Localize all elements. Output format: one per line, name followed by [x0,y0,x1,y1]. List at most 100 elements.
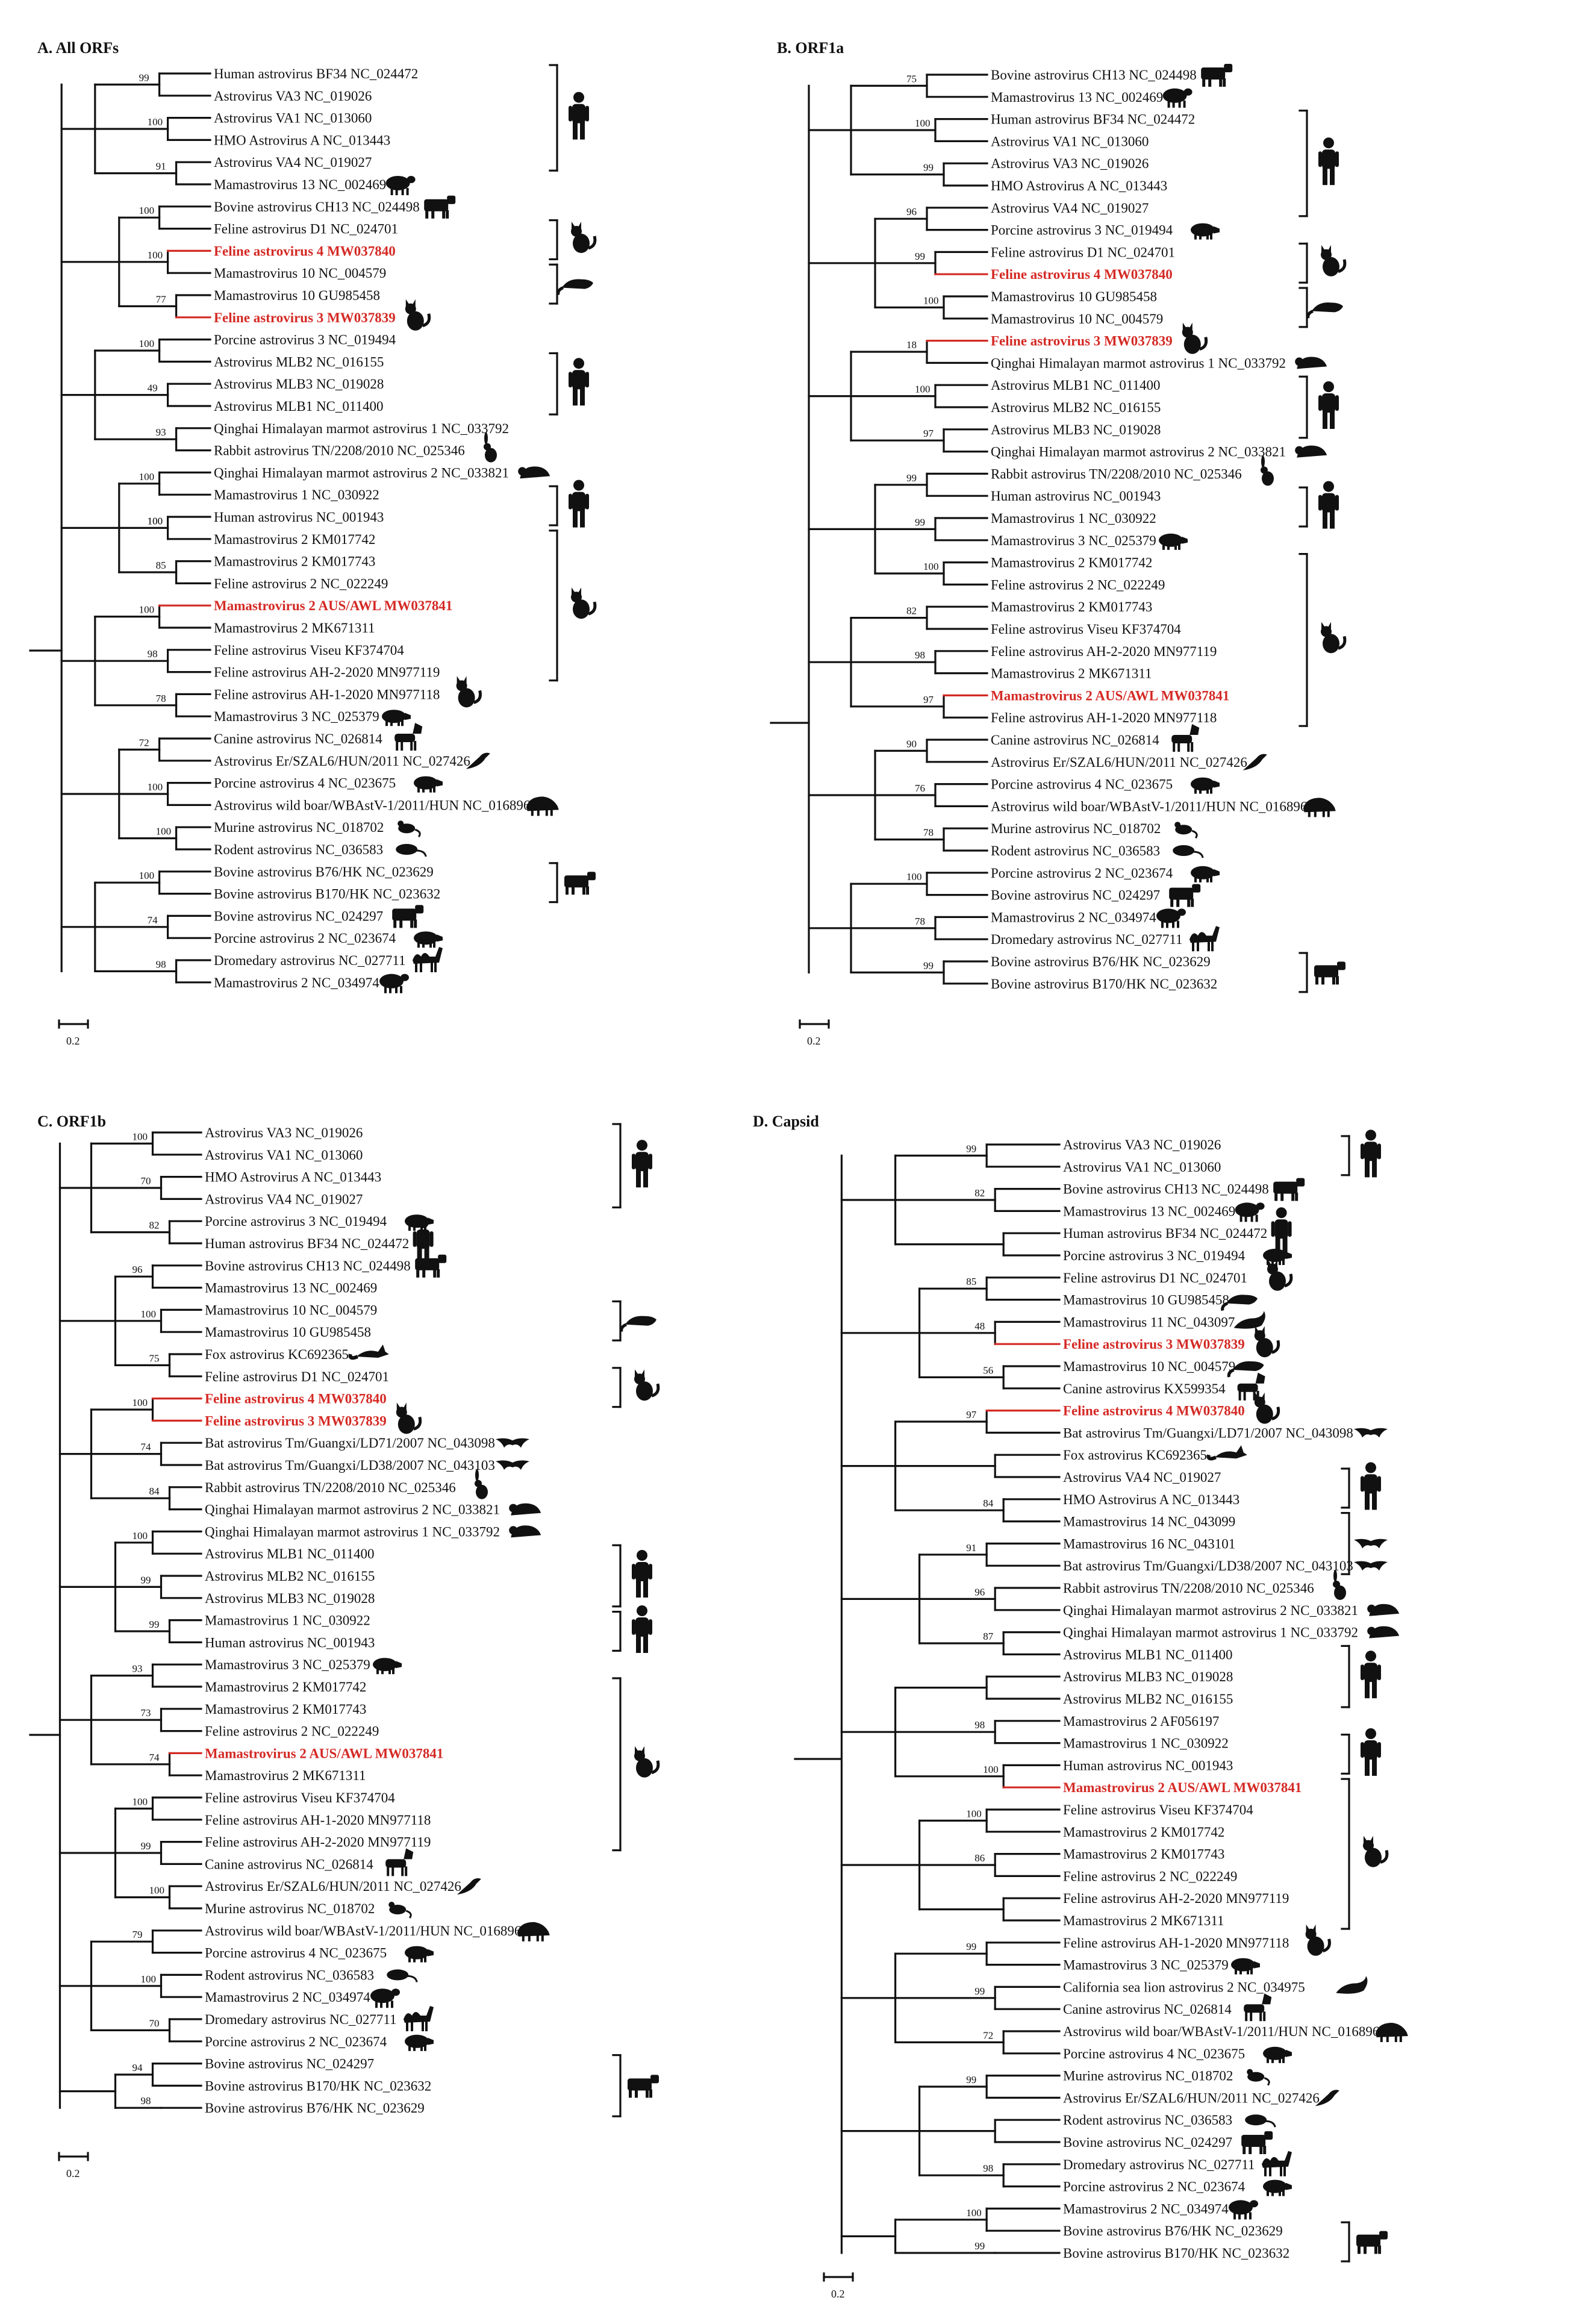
leaf-label: Porcine astrovirus 2 NC_023674 [991,866,1173,881]
host-bracket [1341,1778,1389,1930]
leaf-label-highlight: Feline astrovirus 4 MW037840 [1063,1404,1245,1419]
leaf-label: Astrovirus VA3 NC_019026 [205,1125,363,1140]
leaf-label: Mamastrovirus 2 KM017743 [991,599,1152,614]
bootstrap-value: 79 [132,1929,143,1940]
leaf-label: Feline astrovirus Viseu KF374704 [991,622,1181,637]
leaf-label: Astrovirus VA4 NC_019027 [214,155,372,170]
panel-b-orf1a-tree: B. ORF1a75100999699100181009799991008298… [770,39,1347,1047]
human-icon [413,1217,434,1265]
human-icon [569,358,589,406]
leaf-label: Human astrovirus NC_001943 [1063,1758,1233,1773]
leaf-label: Rodent astrovirus NC_036583 [1063,2113,1232,2128]
leaf-label: Rabbit astrovirus TN/2208/2010 NC_025346 [1063,1581,1314,1596]
leaf-label: Porcine astrovirus 2 NC_023674 [1063,2179,1246,2194]
bootstrap-value: 100 [148,515,163,526]
cow-icon [392,905,424,928]
leaf-label: Dromedary astrovirus NC_027711 [214,953,406,968]
rabbit-icon [1333,1570,1346,1600]
leaf-label: Feline astrovirus D1 NC_024701 [214,222,398,237]
leaf-label: Bat astrovirus Tm/Guangxi/LD38/2007 NC_0… [205,1458,495,1473]
leaf-label: Feline astrovirus D1 NC_024701 [1063,1270,1247,1285]
bootstrap-value: 96 [132,1264,143,1275]
leaf-label: Feline astrovirus 2 NC_022249 [214,576,388,591]
leaf-label: Feline astrovirus D1 NC_024701 [205,1369,389,1384]
bootstrap-value: 49 [148,383,158,394]
pig-icon [382,710,411,726]
cat-icon [396,1402,422,1434]
bootstrap-value: 48 [974,1320,985,1332]
bootstrap-value: 100 [139,870,155,881]
rat-icon [1245,2114,1276,2128]
host-bracket [1341,1645,1381,1708]
leaf-label: Feline astrovirus AH-2-2020 MN977119 [214,665,440,680]
marmot-icon [518,466,550,479]
fox-icon [348,1345,389,1360]
rat-icon [387,1969,418,1982]
leaf-label: Astrovirus Er/SZAL6/HUN/2011 NC_027426 [1063,2090,1320,2105]
bat-icon [1354,1561,1388,1571]
leaf-label: HMO Astrovirus A NC_013443 [991,178,1167,193]
bootstrap-value: 78 [156,693,166,704]
boar-icon [1303,798,1336,817]
panel-title: C. ORF1b [37,1113,106,1130]
bootstrap-value: 74 [141,1442,152,1453]
pig-icon [373,1658,402,1675]
leaf-label: Human astrovirus NC_001943 [214,510,384,525]
bat-icon [1354,1538,1388,1549]
human-icon [1271,1207,1292,1255]
leaf-label: Bovine astrovirus NC_024297 [214,908,383,923]
panel-c-orf1b-tree: C. ORF1b10070829610075100748410099999373… [29,1113,660,2179]
leaf-label: Astrovirus MLB1 NC_011400 [1063,1647,1233,1662]
leaf-label: Mamastrovirus 11 NC_043097 [1063,1314,1235,1329]
marmot-icon [1367,1626,1400,1638]
pig-icon [414,776,443,793]
leaf-label: Feline astrovirus 2 NC_022249 [205,1724,379,1739]
bootstrap-value: 99 [966,1941,976,1952]
leaf-label: Feline astrovirus D1 NC_024701 [991,245,1175,260]
human-icon [1361,1728,1381,1776]
bootstrap-value: 78 [923,827,934,839]
dog-icon [385,1848,414,1876]
leaf-label: HMO Astrovirus A NC_013443 [214,133,390,148]
host-bracket [1298,110,1339,217]
mouse-icon [1247,2069,1270,2086]
leaf-label-highlight: Mamastrovirus 2 AUS/AWL MW037841 [214,598,452,613]
leaf-label: Feline astrovirus AH-2-2020 MN977119 [991,644,1217,659]
host-bracket [1298,481,1339,529]
camel-icon [413,947,443,972]
bootstrap-value: 100 [132,1796,148,1807]
leaf-label-highlight: Feline astrovirus 4 MW037840 [991,267,1173,282]
bootstrap-value: 94 [132,2062,143,2073]
marmot-icon [509,1503,541,1516]
bat-icon [1354,1428,1388,1438]
bootstrap-value: 86 [974,1852,985,1864]
bootstrap-value: 100 [139,205,155,216]
leaf-label: Mamastrovirus 10 NC_004579 [214,266,386,281]
leaf-label: Fox astrovirus KC692365 [1063,1448,1207,1463]
scale-bar: 0.2 [58,1019,89,1047]
leaf-label: Mamastrovirus 2 NC_034974 [214,975,379,990]
bootstrap-value: 98 [915,649,925,661]
leaf-label: Porcine astrovirus 4 NC_023675 [205,1946,387,1961]
leaf-label: Dromedary astrovirus NC_027711 [205,2012,397,2027]
bootstrap-value: 100 [148,249,163,261]
leaf-label: Mamastrovirus 10 GU985458 [205,1325,371,1340]
scale-bar-label: 0.2 [66,1035,80,1047]
leaf-label: Astrovirus MLB3 NC_019028 [214,376,384,392]
leaf-label: Bovine astrovirus B76/HK NC_023629 [214,864,434,879]
bootstrap-value: 100 [141,1308,157,1320]
bootstrap-value: 97 [923,694,934,705]
bootstrap-value: 85 [156,560,166,571]
human-icon [632,1605,652,1653]
bootstrap-value: 96 [906,206,917,217]
leaf-label: Mamastrovirus 1 NC_030922 [214,487,379,502]
cat-icon [456,676,482,708]
host-bracket [549,263,593,305]
human-icon [1361,1651,1381,1699]
cow-icon [1273,1178,1305,1201]
leaf-label: Feline astrovirus 2 NC_022249 [1063,1869,1237,1884]
cow-icon [415,1254,447,1278]
human-icon [569,479,589,528]
leaf-label: Human astrovirus NC_001943 [991,489,1161,504]
leaf-label: Astrovirus VA1 NC_013060 [1063,1160,1221,1175]
